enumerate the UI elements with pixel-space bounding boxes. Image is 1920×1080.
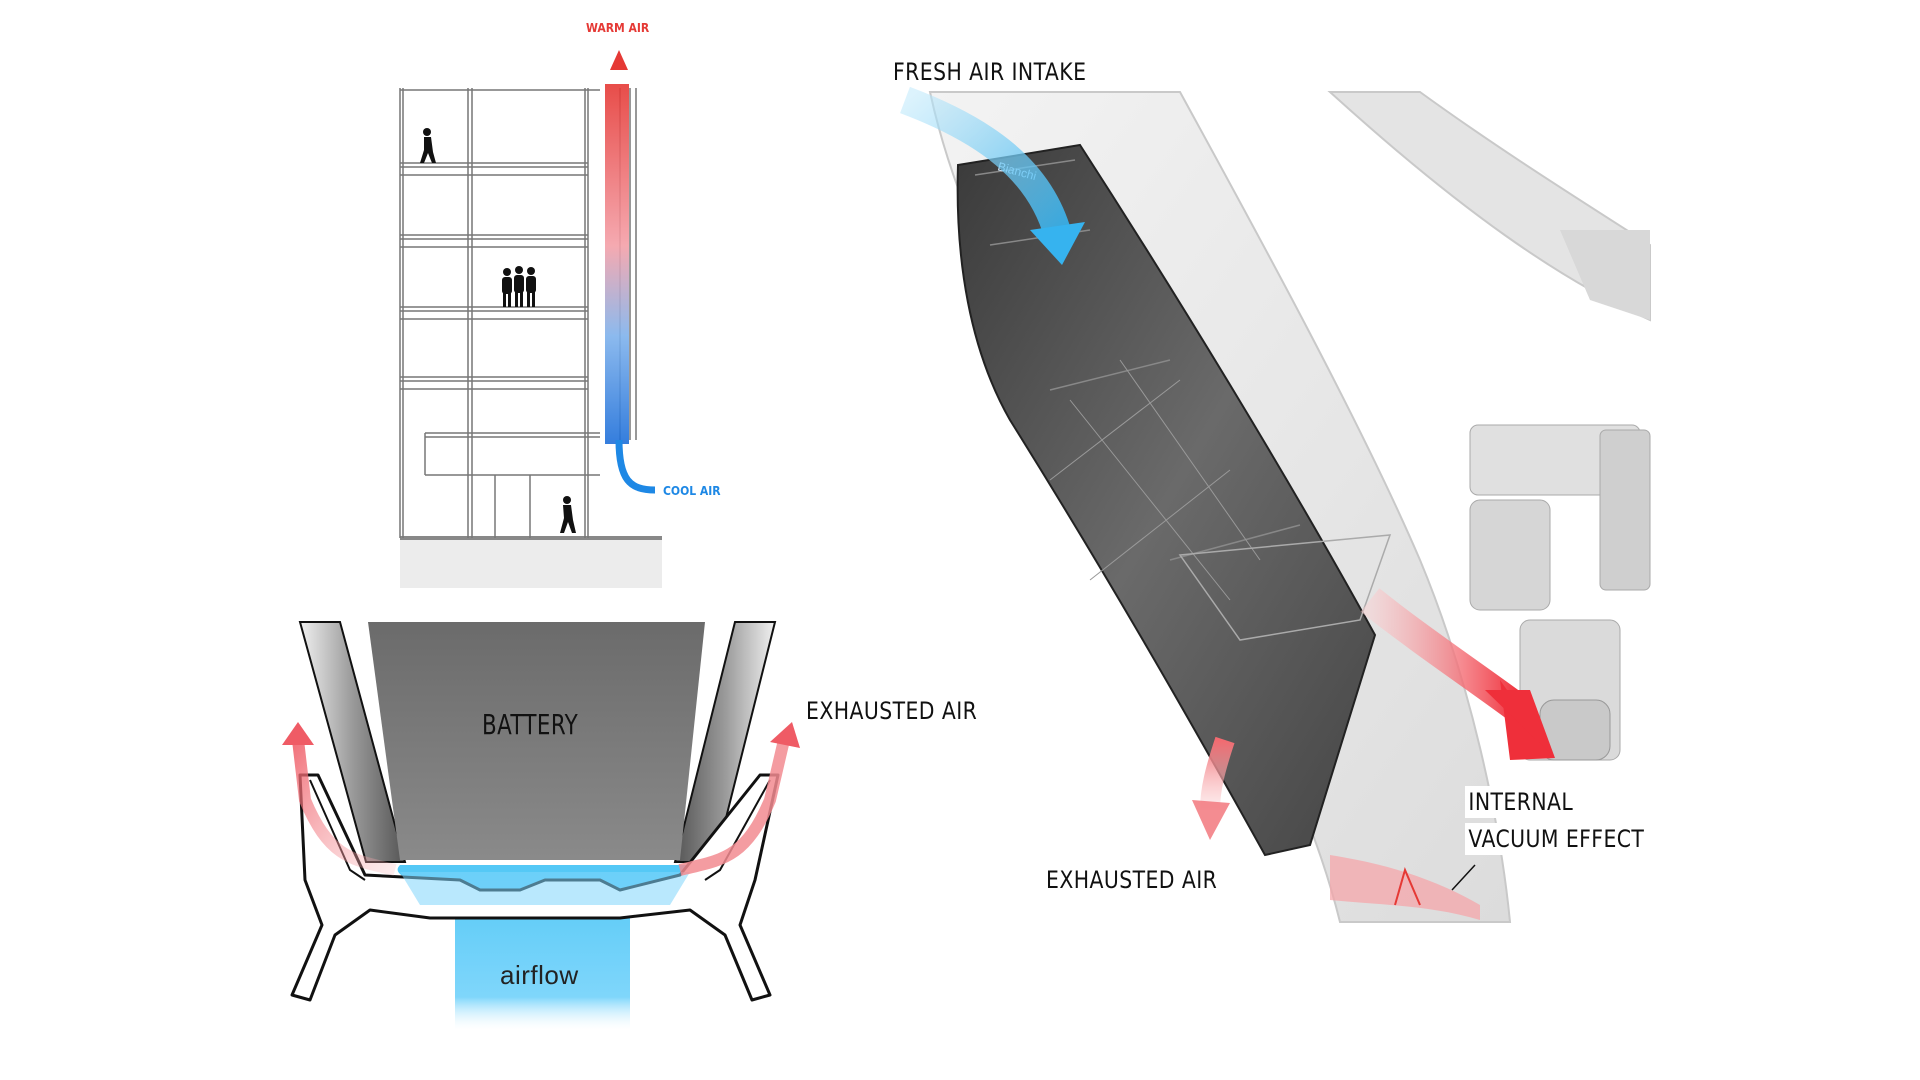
rear-shock (1469, 424, 1651, 761)
battery-label: BATTERY (482, 708, 579, 741)
warm-air-arrowhead (610, 50, 628, 70)
left-frame-wall (298, 621, 407, 863)
exhaust-arrow-down (1200, 736, 1235, 811)
cool-air-label: COOL AIR (663, 484, 721, 498)
fresh-air-intake-arrow (900, 86, 1072, 240)
building-frame (399, 88, 637, 538)
exhaust-arrow-left (292, 739, 397, 876)
fresh-air-intake-label: FRESH AIR INTAKE (893, 58, 1087, 86)
vacuum-label-line2: VACUUM EFFECT (1465, 823, 1648, 855)
vacuum-label-line1: INTERNAL (1465, 786, 1577, 818)
bike-battery (956, 143, 1377, 857)
battery-section (282, 621, 800, 1030)
building-ground (400, 538, 662, 588)
bike-section: Bianchi (900, 86, 1651, 923)
vacuum-leader-line (1451, 864, 1476, 891)
battery-block (368, 622, 705, 860)
exhaust-arrow-right (678, 738, 790, 876)
cool-air-arrow (615, 439, 656, 494)
warm-air-label: WARM AIR (586, 21, 650, 35)
people-silhouettes (420, 128, 576, 533)
bike-exhaust-label: EXHAUSTED AIR (1046, 866, 1218, 894)
battery-exhaust-label: EXHAUSTED AIR (806, 697, 978, 725)
building-section (399, 50, 662, 588)
airflow-label: airflow (500, 960, 579, 990)
